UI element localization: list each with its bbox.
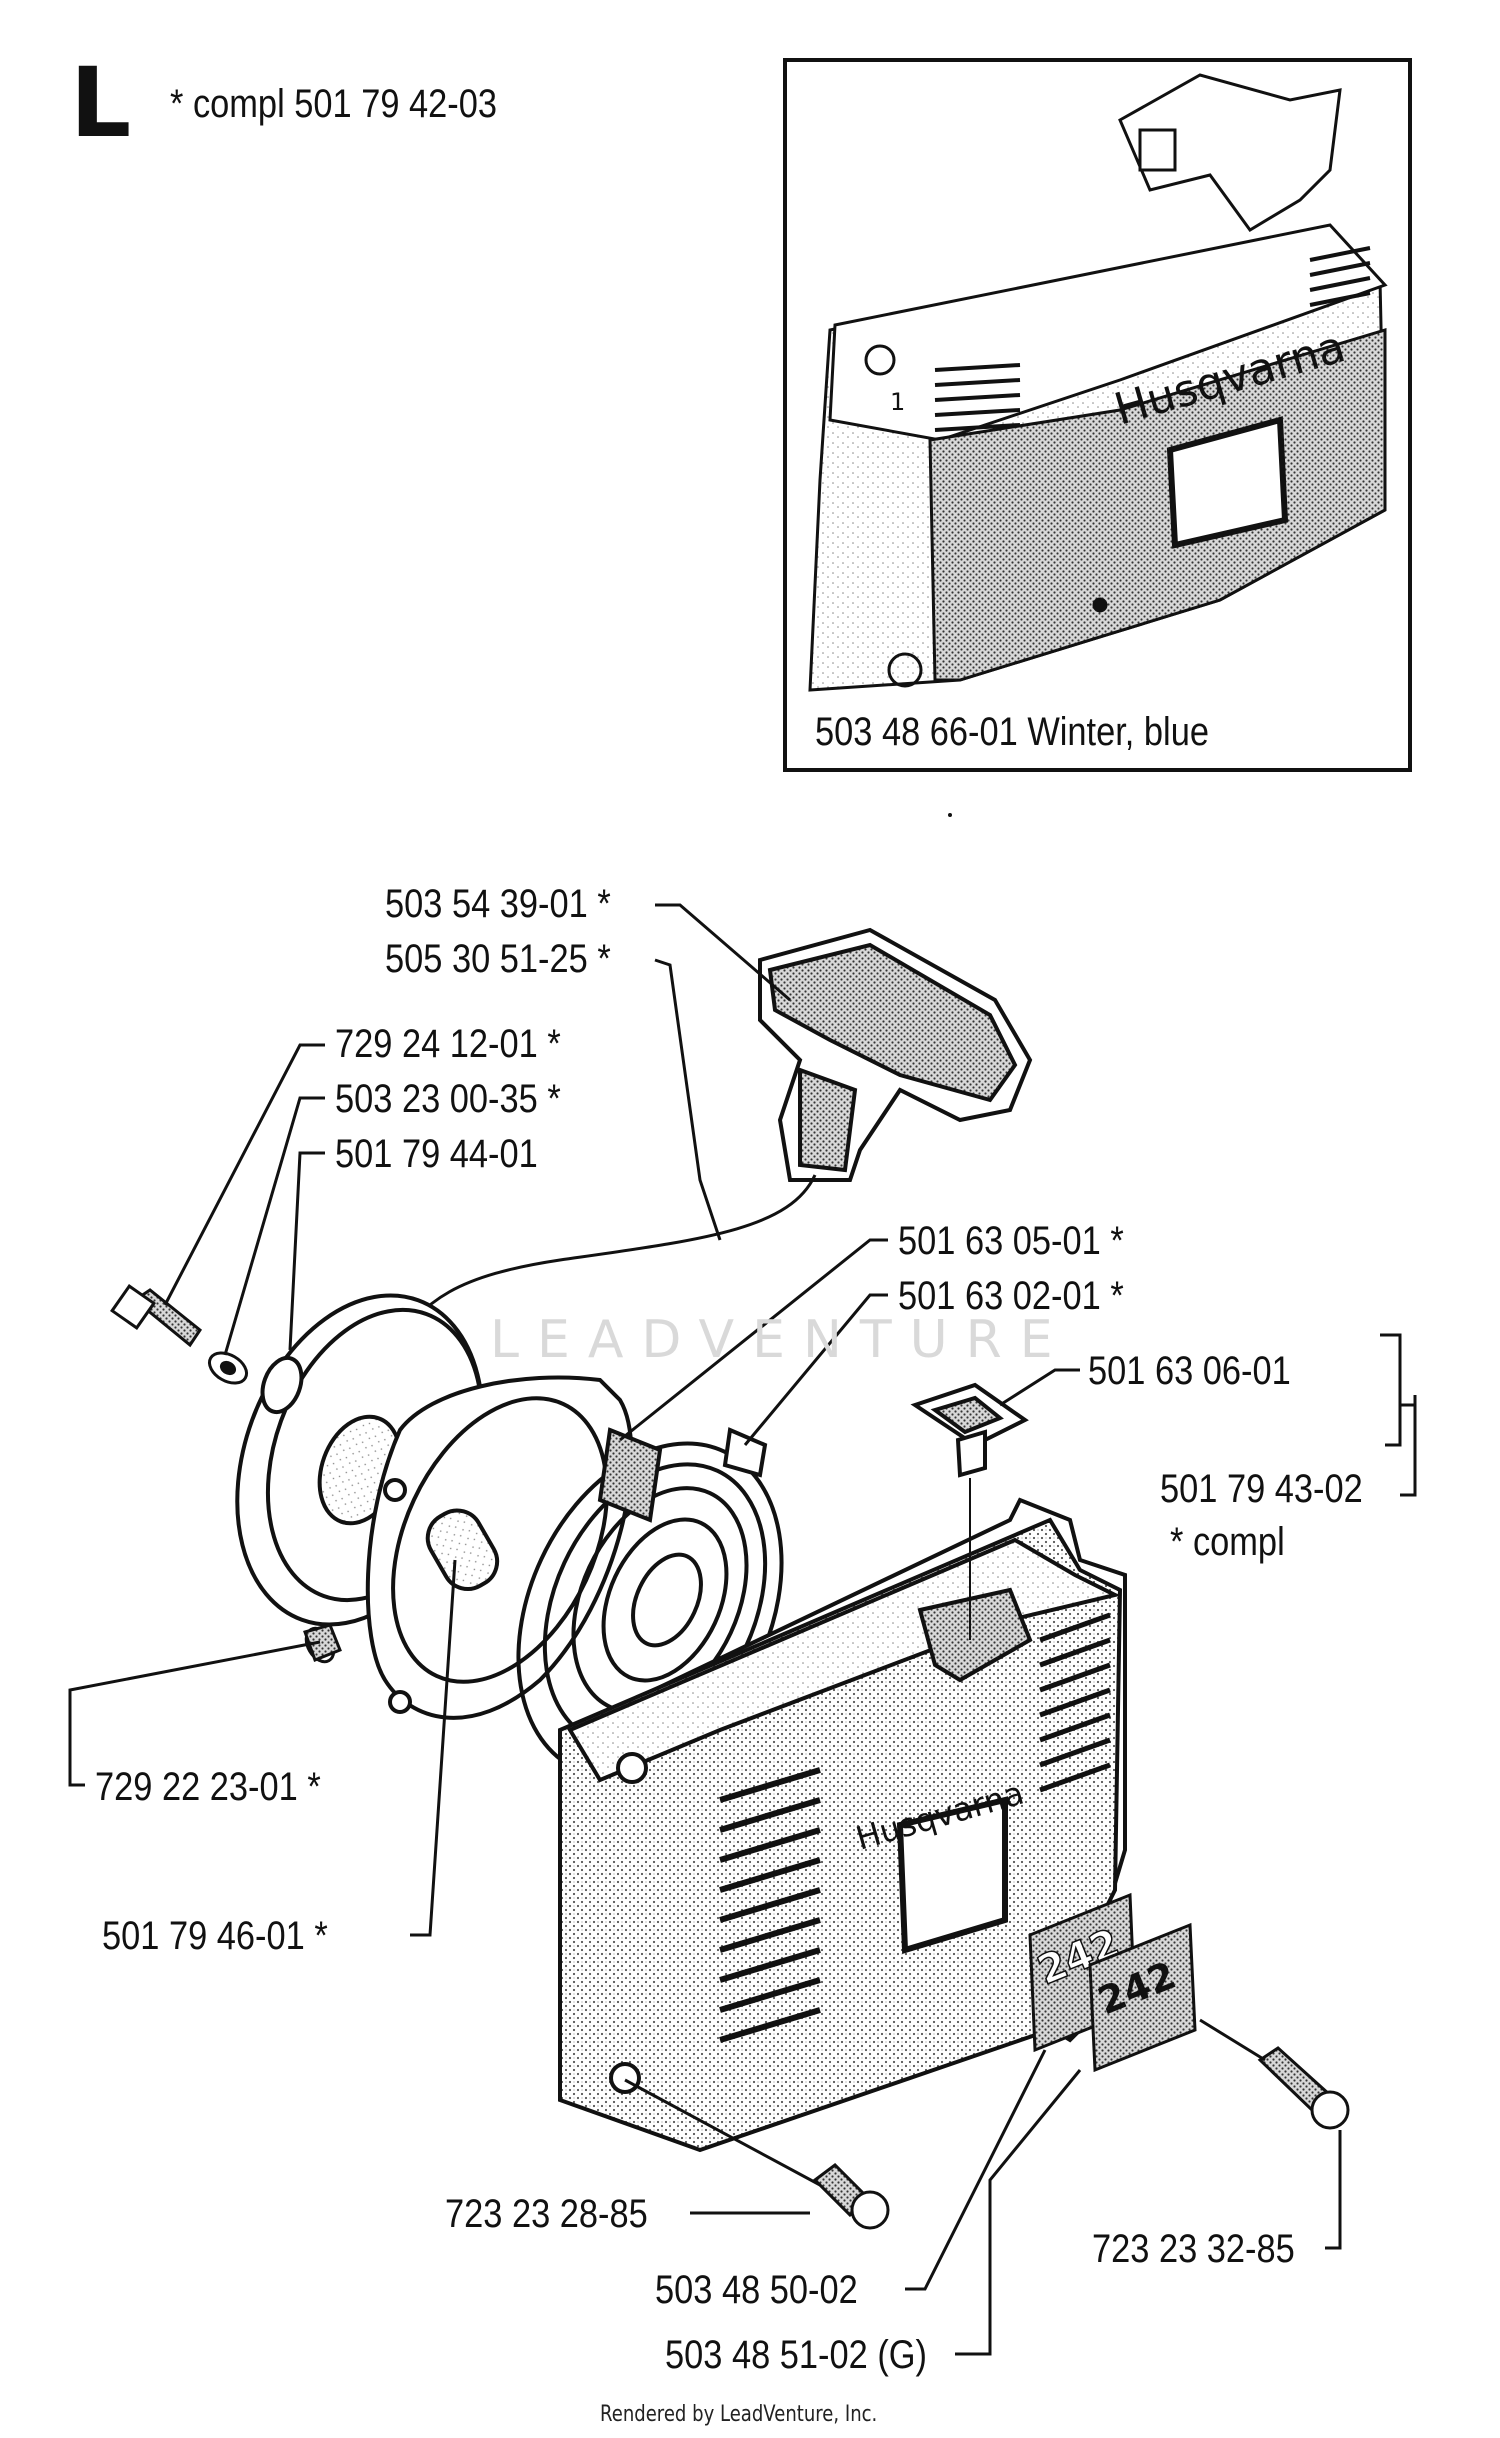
pulley-screw xyxy=(110,1284,248,1385)
label-decal-a: 503 48 50-02 xyxy=(655,2268,858,2312)
cover-screw-right xyxy=(1257,2046,1350,2130)
label-spring-a: 501 63 05-01 * xyxy=(898,1219,1124,1263)
label-handle: 503 54 39-01 * xyxy=(385,882,611,926)
label-grommet: 501 63 06-01 xyxy=(1088,1349,1291,1393)
inset-mark-text: 1 xyxy=(890,388,905,416)
inset-caption: 503 48 66-01 Winter, blue xyxy=(815,710,1209,754)
cover-screw-bottom xyxy=(812,2163,890,2230)
label-screw-right: 723 23 32-85 xyxy=(1092,2227,1295,2271)
starter-cover xyxy=(558,1497,1127,2153)
label-screw-top: 729 24 12-01 * xyxy=(335,1022,561,1066)
label-pulley: 501 79 44-01 xyxy=(335,1132,538,1176)
watermark: LEADVENTURE xyxy=(490,1310,1071,1370)
label-assembly-note: * compl xyxy=(1170,1520,1285,1564)
label-spring-b: 501 63 02-01 * xyxy=(898,1274,1124,1318)
stray-dot xyxy=(948,813,952,817)
decal-242-b xyxy=(1088,1922,1197,2073)
rope-grommet xyxy=(910,1382,1029,1640)
starter-handle xyxy=(758,927,1033,1182)
section-letter: L xyxy=(70,47,132,159)
label-rope: 505 30 51-25 * xyxy=(385,937,611,981)
leader-lines xyxy=(68,903,1417,2356)
section-compl-note: * compl 501 79 42-03 xyxy=(170,82,498,126)
label-screw-bottom: 723 23 28-85 xyxy=(445,2192,648,2236)
label-washer: 503 23 00-35 * xyxy=(335,1077,561,1121)
winter-cover-illustration xyxy=(808,73,1388,692)
label-assembly: 501 79 43-02 xyxy=(1160,1467,1363,1511)
inset-frame xyxy=(783,58,1412,772)
label-screw-left: 729 22 23-01 * xyxy=(95,1765,321,1809)
housing-screw xyxy=(303,1623,342,1664)
footer-credit: Rendered by LeadVenture, Inc. xyxy=(600,2402,878,2427)
label-bushing: 501 79 46-01 * xyxy=(102,1914,328,1958)
label-decal-b: 503 48 51-02 (G) xyxy=(665,2333,927,2377)
